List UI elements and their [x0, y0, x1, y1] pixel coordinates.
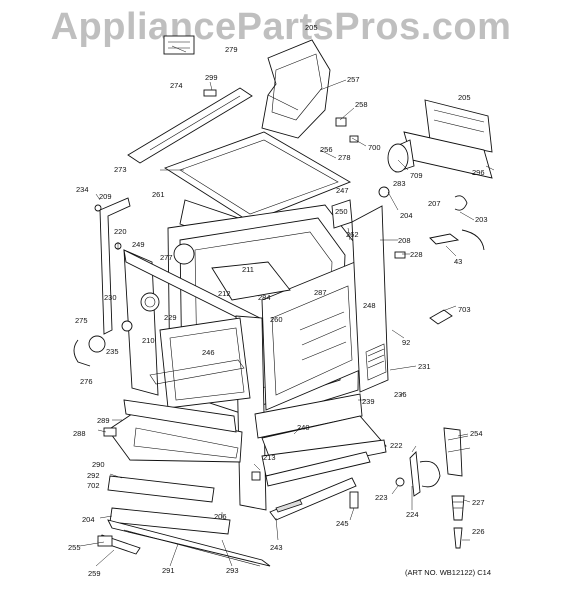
- label-224: 224: [406, 510, 419, 519]
- label-249: 249: [132, 240, 145, 249]
- base-frame: [254, 393, 387, 521]
- label-205-top: 205: [305, 23, 318, 32]
- label-276: 276: [80, 377, 93, 386]
- label-204-lower: 204: [82, 515, 95, 524]
- label-274: 274: [170, 81, 183, 90]
- label-258: 258: [355, 100, 368, 109]
- label-223: 223: [375, 493, 388, 502]
- label-229: 229: [164, 313, 177, 322]
- small-parts-lower-right: [395, 427, 471, 549]
- label-275: 275: [75, 316, 88, 325]
- label-283: 283: [393, 179, 406, 188]
- label-206: 206: [214, 512, 227, 521]
- label-203: 203: [475, 215, 488, 224]
- vent-duct: [261, 39, 331, 139]
- label-234: 234: [76, 185, 89, 194]
- label-239: 239: [362, 397, 375, 406]
- label-247: 247: [336, 186, 349, 195]
- label-277: 277: [160, 253, 173, 262]
- label-284: 284: [258, 293, 271, 302]
- label-702: 702: [87, 481, 100, 490]
- label-211: 211: [242, 265, 254, 274]
- label-209: 209: [99, 192, 112, 201]
- leader-lines: [79, 45, 495, 567]
- label-213: 213: [263, 453, 276, 462]
- label-228: 228: [410, 250, 423, 259]
- label-293: 293: [226, 566, 239, 575]
- label-279: 279: [225, 45, 238, 54]
- label-259: 259: [88, 569, 101, 578]
- label-278: 278: [338, 153, 351, 162]
- label-260: 260: [270, 315, 283, 324]
- label-210: 210: [142, 336, 155, 345]
- label-43: 43: [454, 257, 462, 266]
- label-262: 262: [346, 230, 359, 239]
- label-273: 273: [114, 165, 127, 174]
- label-212: 212: [218, 289, 231, 298]
- small-parts-upper-right: [335, 99, 493, 325]
- label-256: 256: [320, 145, 333, 154]
- broiler-drawer: [97, 399, 271, 567]
- label-250: 250: [335, 207, 348, 216]
- label-227: 227: [472, 498, 485, 507]
- art-number: (ART NO. WB12122) C14: [405, 568, 492, 577]
- label-291: 291: [162, 566, 175, 575]
- label-299: 299: [205, 73, 218, 82]
- label-703: 703: [458, 305, 471, 314]
- label-254: 254: [470, 429, 483, 438]
- label-287: 287: [314, 288, 327, 297]
- label-288: 288: [73, 429, 86, 438]
- label-204-upper: 204: [400, 211, 413, 220]
- label-207: 207: [428, 199, 441, 208]
- label-226: 226: [472, 527, 485, 536]
- label-208: 208: [398, 236, 411, 245]
- oven-body: [123, 204, 361, 511]
- label-296: 296: [472, 168, 485, 177]
- label-255: 255: [68, 543, 81, 552]
- label-289: 289: [97, 416, 110, 425]
- label-205-right: 205: [458, 93, 471, 102]
- small-parts-left: [73, 35, 359, 547]
- label-290: 290: [92, 460, 105, 469]
- right-back-panel: [331, 199, 389, 393]
- label-261: 261: [152, 190, 165, 199]
- label-235: 235: [106, 347, 119, 356]
- label-243: 243: [270, 543, 283, 552]
- label-236: 236: [394, 390, 407, 399]
- label-92: 92: [402, 338, 410, 347]
- label-230: 230: [104, 293, 117, 302]
- label-240: 240: [297, 423, 310, 432]
- label-245: 245: [336, 519, 349, 528]
- label-220: 220: [114, 227, 127, 236]
- label-292: 292: [87, 471, 100, 480]
- label-709: 709: [410, 171, 423, 180]
- label-246: 246: [202, 348, 215, 357]
- label-231: 231: [418, 362, 431, 371]
- label-248: 248: [363, 301, 376, 310]
- part-labels: 205 279 274 299 257 258 700 205 256 278 …: [68, 23, 488, 578]
- watermark: AppliancePartsPros.com: [50, 6, 512, 48]
- top-trim: [127, 87, 253, 164]
- left-side-rail: [99, 197, 131, 335]
- label-700: 700: [368, 143, 381, 152]
- label-257: 257: [347, 75, 360, 84]
- label-222: 222: [390, 441, 403, 450]
